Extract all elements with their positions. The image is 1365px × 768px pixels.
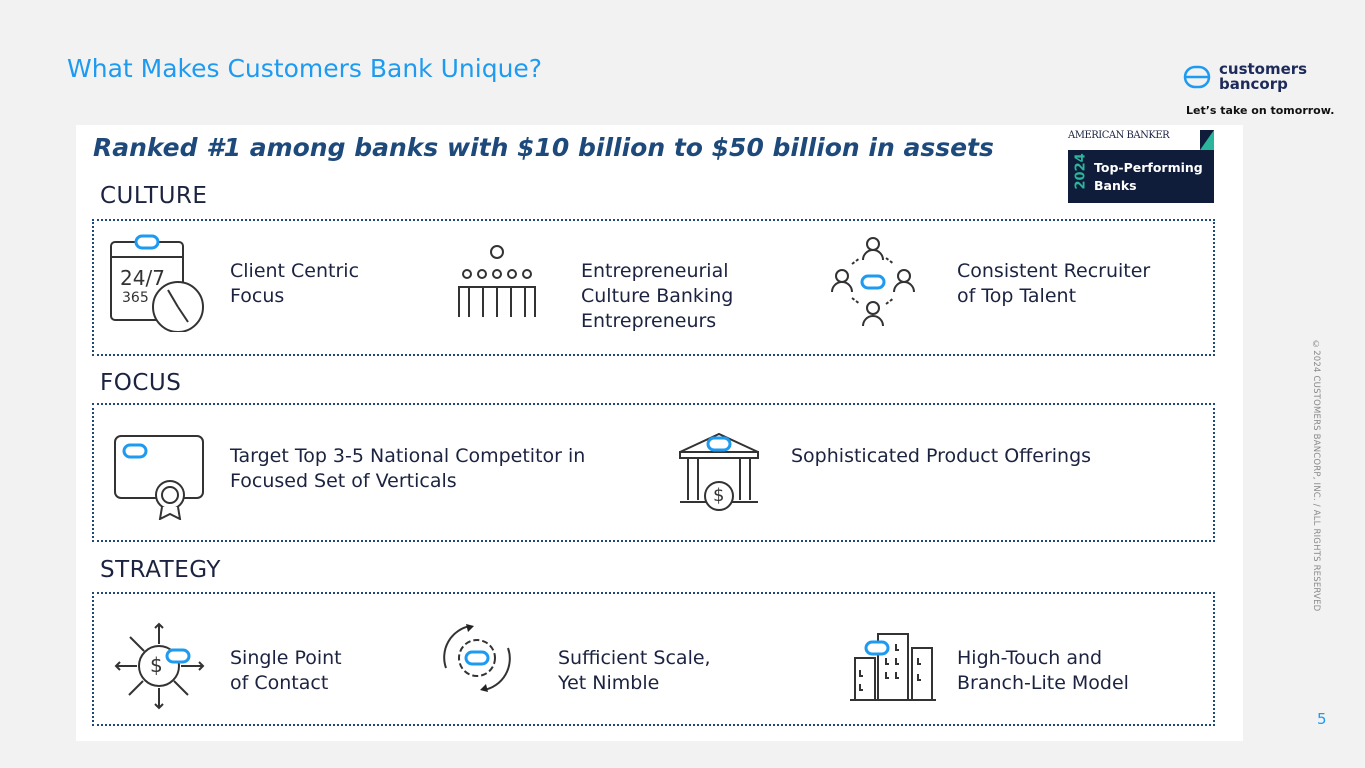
logo-icon: [1183, 65, 1211, 89]
item-sufficient-scale: Sufficient Scale,Yet Nimble: [558, 647, 711, 694]
section-heading-culture: CULTURE: [100, 183, 208, 209]
icon-text-247: 24/7: [120, 266, 165, 290]
badge-line1: Top-Performing: [1094, 159, 1203, 175]
buildings-icon: [850, 630, 936, 702]
calendar-clock-icon: 24/7 365: [108, 232, 208, 332]
dollar-arrows-icon: $: [112, 620, 208, 712]
gear-cycle-icon: [440, 622, 514, 694]
logo-line1: customers: [1219, 60, 1308, 78]
page-title: What Makes Customers Bank Unique?: [67, 54, 543, 83]
content-panel: [76, 125, 1243, 741]
icon-dollar: $: [713, 485, 725, 506]
badge-publisher: AMERICAN BANKER: [1068, 130, 1170, 141]
icon-dollar-2: $: [150, 653, 163, 677]
culture-box: [92, 219, 1215, 356]
tagline: Let’s take on tomorrow.: [1186, 104, 1335, 117]
badge-line2: Banks: [1094, 177, 1137, 193]
icon-text-365: 365: [122, 290, 149, 306]
section-heading-focus: FOCUS: [100, 370, 182, 396]
focus-box: [92, 403, 1215, 542]
bank-dollar-icon: $: [678, 430, 760, 512]
strategy-box: [92, 592, 1215, 726]
subtitle: Ranked #1 among banks with $10 billion t…: [93, 133, 994, 162]
certificate-icon: [114, 435, 206, 520]
people-network-icon: [830, 236, 916, 328]
copyright: ©2024 CUSTOMERS BANCORP, INC. / ALL RIGH…: [1311, 340, 1321, 612]
page-number: 5: [1317, 710, 1327, 728]
logo-line2: bancorp: [1219, 75, 1288, 93]
team-idea-icon: [455, 242, 540, 320]
badge-year: 2024: [1073, 153, 1089, 190]
section-heading-strategy: STRATEGY: [100, 557, 221, 583]
item-sophisticated-products: Sophisticated Product Offerings: [791, 445, 1092, 467]
